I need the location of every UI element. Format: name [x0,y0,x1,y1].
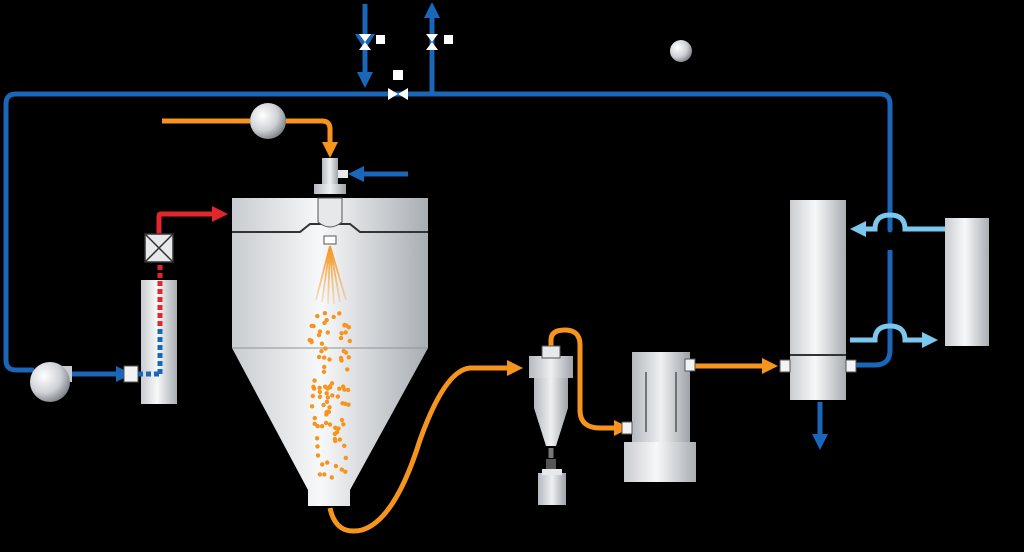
particle [322,355,327,360]
particle [317,389,322,395]
particle [325,460,330,465]
particle [326,409,332,415]
particle [317,385,322,390]
particle [316,354,322,360]
particle [321,369,327,374]
particle [343,330,348,335]
circulation-fan[interactable] [30,362,72,402]
particle [321,402,326,408]
particle [346,355,351,360]
particle [335,394,340,399]
particle [347,338,352,344]
particle [315,424,320,429]
condenser[interactable] [779,200,857,400]
oxygen-sensor [670,40,692,62]
particle [343,469,348,474]
particle [311,323,316,329]
particle [314,436,320,441]
coolant-lines [849,212,945,349]
particle [336,426,341,431]
particle [312,378,317,383]
particle [331,314,336,320]
particle [327,357,332,362]
particle [338,355,344,361]
particle [315,453,321,458]
particle [341,348,346,354]
particle [346,325,352,330]
particle [338,335,344,341]
particle [341,422,346,427]
particle [315,444,320,449]
feed-pump[interactable] [250,103,286,139]
particle [342,387,347,392]
particle [332,436,338,442]
particle [316,332,322,338]
particle [317,472,323,477]
particle [327,405,332,410]
hot-gas-line [156,205,229,234]
drying-particles [307,311,352,480]
particle [324,391,329,396]
cyclone [529,345,573,469]
particle [339,467,344,472]
particle [329,475,334,480]
particle [325,395,331,400]
particle [343,455,348,461]
particle [312,421,317,426]
vent-valve[interactable] [426,34,453,50]
particle [342,443,347,448]
particle [337,437,343,442]
particle [312,415,317,421]
particle [325,330,330,335]
particle [324,399,330,404]
particle [319,349,324,354]
particle [319,341,325,346]
particle [345,387,351,393]
particle [345,367,350,372]
bag-filter[interactable] [621,352,696,482]
particle [342,322,347,328]
particle [332,431,338,437]
feed-lines [162,118,779,534]
particle [319,424,325,429]
particle [346,402,351,407]
particle [310,393,315,399]
spray-nozzle [314,158,348,245]
particle [315,313,320,319]
particle [322,320,327,326]
particle [322,472,327,477]
particle [320,462,325,467]
particle [309,404,315,409]
particle [322,311,328,316]
particle [327,422,333,427]
particle [311,384,316,389]
particle [337,386,342,391]
particle [337,311,342,316]
spray-cone [315,245,347,305]
particle [330,393,335,398]
gas-loop-lines [3,1,893,451]
particle [322,364,327,370]
heater[interactable] [123,233,177,404]
particle [323,346,328,351]
particle [333,463,339,469]
particle [317,329,323,334]
particle [323,420,329,426]
chiller[interactable] [945,218,989,346]
loop-valve[interactable] [388,70,408,100]
collection-vessel [538,469,566,505]
particle [317,394,323,399]
particle [339,417,345,423]
particle [339,331,344,336]
particle [329,381,335,386]
inlet-valve[interactable] [355,34,385,50]
particle [323,384,328,389]
particle [307,337,312,343]
